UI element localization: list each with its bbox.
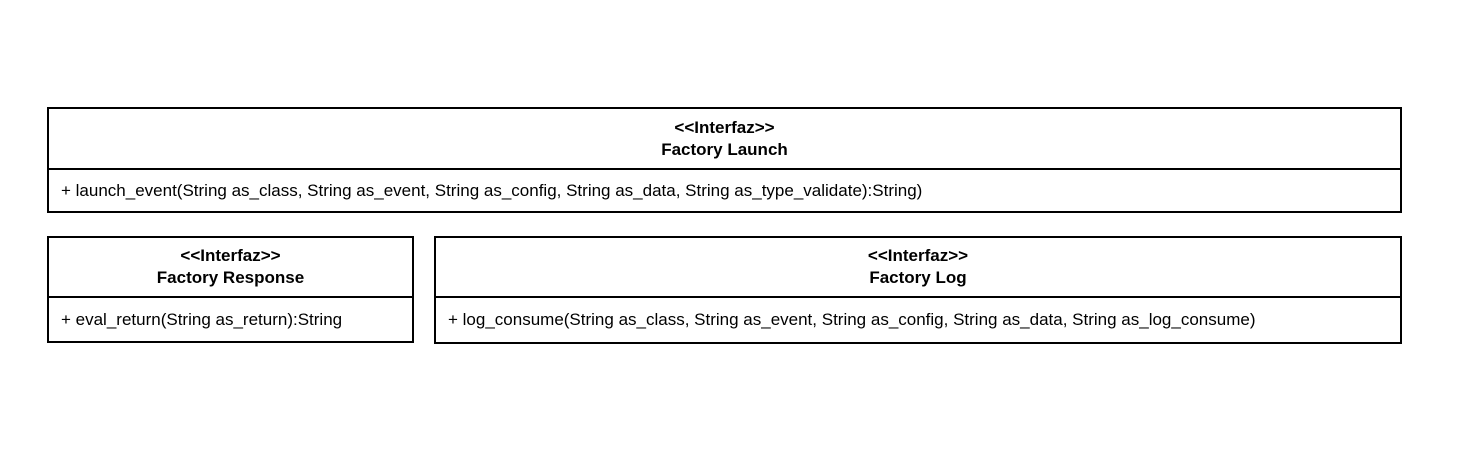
interface-header: <<Interfaz>> Factory Log xyxy=(436,238,1400,298)
uml-interface-factory-launch: <<Interfaz>> Factory Launch + launch_eve… xyxy=(47,107,1402,213)
interface-stereotype: <<Interfaz>> xyxy=(674,117,775,137)
interface-stereotype: <<Interfaz>> xyxy=(867,246,969,265)
interface-method: + eval_return(String as_return):String xyxy=(61,309,343,329)
interface-name: Factory Response xyxy=(156,268,305,287)
interface-name: Factory Launch xyxy=(661,139,788,159)
interface-stereotype: <<Interfaz>> xyxy=(180,246,281,265)
interface-method: + log_consume(String as_class, String as… xyxy=(448,310,1256,329)
interface-method: + launch_event(String as_class, String a… xyxy=(61,180,923,200)
interface-methods-compartment: + launch_event(String as_class, String a… xyxy=(49,170,1400,211)
interface-methods-compartment: + eval_return(String as_return):String xyxy=(49,298,412,341)
interface-name: Factory Log xyxy=(869,268,967,287)
interface-header: <<Interfaz>> Factory Launch xyxy=(49,109,1400,170)
interface-methods-compartment: + log_consume(String as_class, String as… xyxy=(436,298,1400,342)
interface-header: <<Interfaz>> Factory Response xyxy=(49,238,412,298)
uml-interface-factory-log: <<Interfaz>> Factory Log + log_consume(S… xyxy=(434,236,1402,344)
uml-interface-factory-response: <<Interfaz>> Factory Response + eval_ret… xyxy=(47,236,414,343)
